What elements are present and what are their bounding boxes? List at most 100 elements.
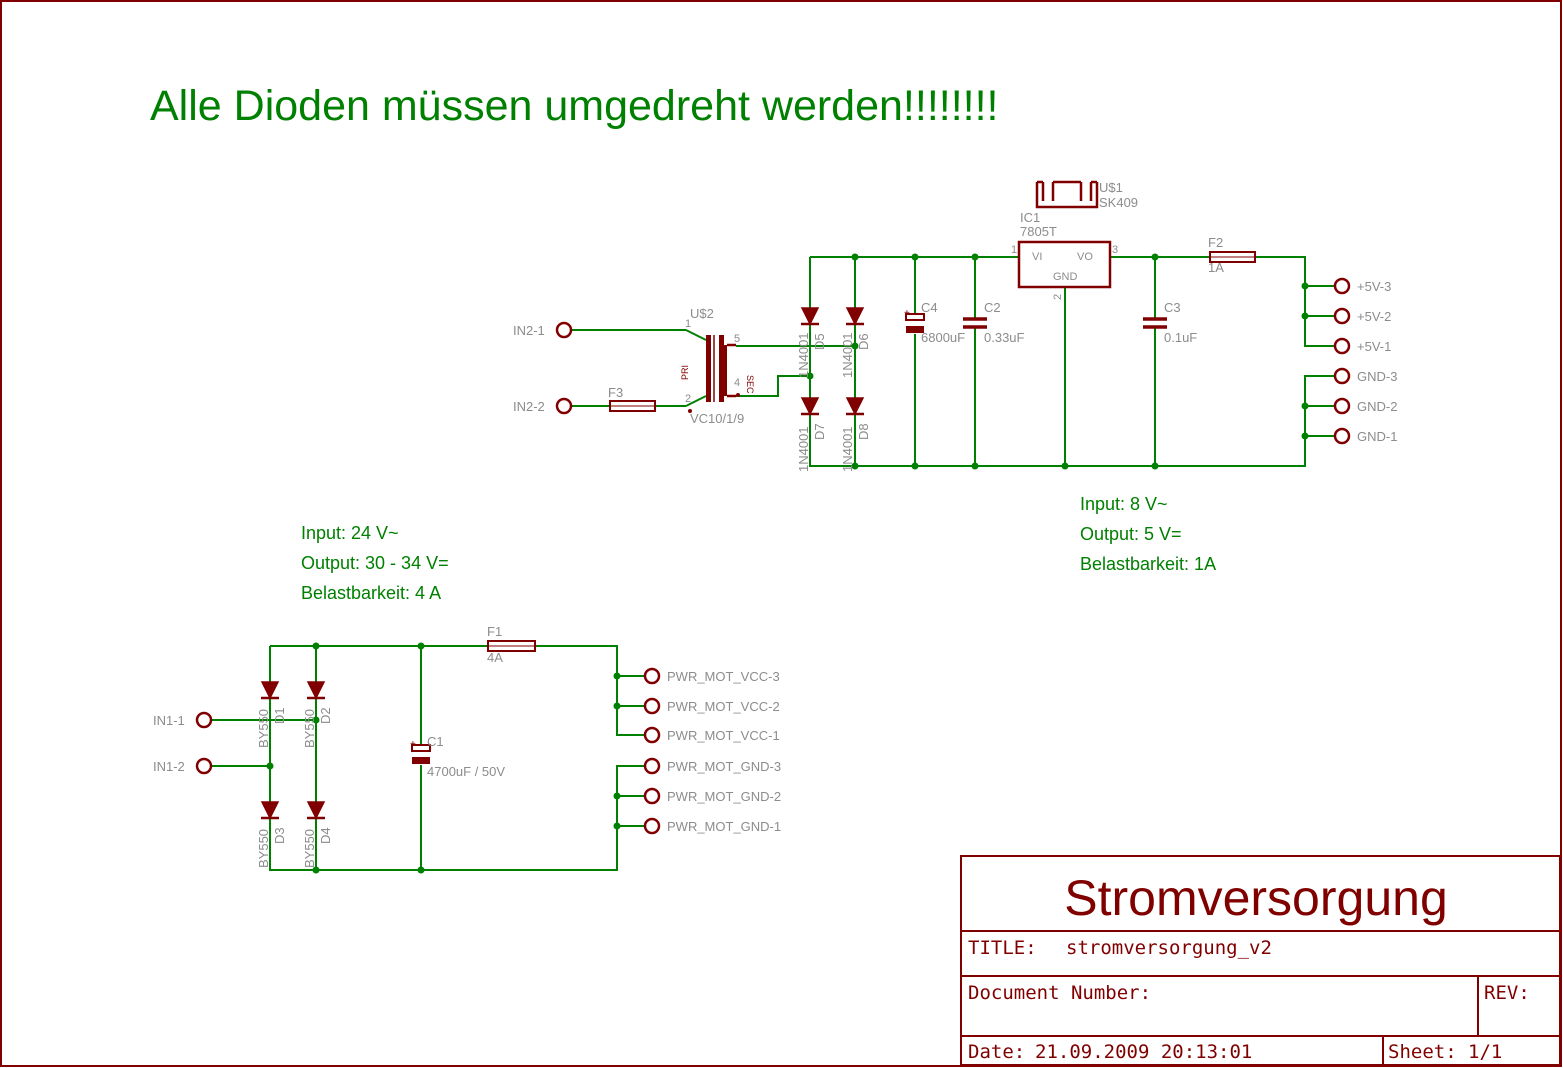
diode-d2 [305, 680, 327, 700]
lower-circuit: IN1-1 IN1-2 D1 BY550 D2 BY550 D3 BY550 D… [153, 523, 781, 874]
capacitor-c4-value: 6800uF [921, 330, 965, 345]
diode-d3-value: BY550 [256, 829, 271, 868]
connector-in1-1[interactable] [195, 711, 213, 729]
connector-in1-2[interactable] [195, 757, 213, 775]
diode-d1-value: BY550 [256, 709, 271, 748]
connector-pwr-mot-vcc-3[interactable] [643, 667, 661, 685]
diode-d4-name: D4 [318, 827, 333, 844]
svg-text:+: + [904, 308, 910, 319]
transformer-value: VC10/1/9 [690, 411, 744, 426]
upper-circuit: U$1 SK409 IC1 7805T VI VO GND 1 3 2 U$2 … [513, 180, 1397, 574]
fuse-f2-value: 1A [1208, 260, 1224, 275]
capacitor-c1-name: C1 [427, 734, 444, 749]
regulator-pin2: 2 [1052, 294, 1064, 300]
fuse-f1-value: 4A [487, 650, 503, 665]
date-label: Date: [968, 1041, 1025, 1063]
transformer-pin2: 2 [685, 393, 691, 405]
input-label-in2-1: IN2-1 [513, 323, 545, 338]
diode-d5-name: D5 [812, 333, 827, 350]
lower-note-output: Output: 30 - 34 V= [301, 553, 449, 573]
capacitor-c2 [963, 317, 987, 329]
regulator-pin1: 1 [1011, 244, 1017, 256]
connector-gnd-2[interactable] [1333, 397, 1351, 415]
output-label-pwr-mot-gnd-3: PWR_MOT_GND-3 [667, 759, 781, 774]
diode-d7-name: D7 [812, 423, 827, 440]
transformer-sec-label: SEC [745, 375, 755, 394]
connector-5v-2[interactable] [1333, 307, 1351, 325]
output-label-5v-2: +5V-2 [1357, 309, 1391, 324]
capacitor-c4-name: C4 [921, 300, 938, 315]
regulator-name: IC1 [1020, 210, 1040, 225]
transformer-name: U$2 [690, 306, 714, 321]
transformer-pin4: 4 [734, 377, 740, 389]
diode-d6-name: D6 [856, 333, 871, 350]
capacitor-c1: + [410, 739, 431, 764]
output-label-5v-3: +5V-3 [1357, 279, 1391, 294]
diode-d1-name: D1 [272, 707, 287, 724]
regulator-pin-vi: VI [1032, 251, 1042, 263]
diode-d6-value: 1N4001 [840, 332, 855, 378]
transformer-symbol [685, 329, 740, 413]
title-label: TITLE: [968, 937, 1037, 959]
title-value: stromversorgung_v2 [1066, 937, 1272, 959]
connector-5v-1[interactable] [1333, 337, 1351, 355]
capacitor-c2-name: C2 [984, 300, 1001, 315]
diode-d8-value: 1N4001 [840, 426, 855, 472]
diode-d7 [799, 396, 821, 416]
upper-note-output: Output: 5 V= [1080, 524, 1182, 544]
diode-d5-value: 1N4001 [796, 332, 811, 378]
sheet-label: Sheet: [1388, 1041, 1457, 1063]
title-block-title: Stromversorgung [1064, 870, 1448, 926]
capacitor-c1-value: 4700uF / 50V [427, 764, 505, 779]
document-number-label: Document Number: [968, 982, 1151, 1004]
diode-d2-name: D2 [318, 707, 333, 724]
diode-d1 [259, 680, 281, 700]
date-value: 21.09.2009 20:13:01 [1035, 1041, 1252, 1063]
rev-label: REV: [1484, 982, 1530, 1004]
connector-5v-3[interactable] [1333, 277, 1351, 295]
warning-heading: Alle Dioden müssen umgedreht werden!!!!!… [150, 82, 999, 130]
connector-pwr-mot-vcc-1[interactable] [643, 726, 661, 744]
title-block: Stromversorgung TITLE: stromversorgung_v… [960, 855, 1561, 1066]
fuse-f2-name: F2 [1208, 235, 1223, 250]
regulator-body [1017, 240, 1112, 289]
lower-note-load: Belastbarkeit: 4 A [301, 583, 441, 603]
transformer-pri-label: PRI [680, 365, 690, 380]
connector-gnd-3[interactable] [1333, 367, 1351, 385]
connector-in2-1[interactable] [555, 321, 573, 339]
output-label-gnd-3: GND-3 [1357, 369, 1397, 384]
output-label-pwr-mot-gnd-1: PWR_MOT_GND-1 [667, 819, 781, 834]
capacitor-c3-value: 0.1uF [1164, 330, 1197, 345]
regulator-pin-vo: VO [1077, 251, 1093, 263]
heatsink-symbol [1035, 180, 1099, 209]
svg-text:+: + [410, 739, 416, 750]
diode-d8-name: D8 [856, 423, 871, 440]
output-label-gnd-2: GND-2 [1357, 399, 1397, 414]
connector-pwr-mot-vcc-2[interactable] [643, 697, 661, 715]
heatsink-name: U$1 [1099, 180, 1123, 195]
diode-d7-value: 1N4001 [796, 426, 811, 472]
upper-note-load: Belastbarkeit: 1A [1080, 554, 1216, 574]
output-label-pwr-mot-vcc-1: PWR_MOT_VCC-1 [667, 728, 780, 743]
transformer-pin1: 1 [685, 318, 691, 330]
connector-gnd-1[interactable] [1333, 427, 1351, 445]
heatsink-value: SK409 [1099, 195, 1138, 210]
capacitor-c4: + [904, 308, 925, 333]
connector-pwr-mot-gnd-2[interactable] [643, 787, 661, 805]
input-label-in1-1: IN1-1 [153, 713, 185, 728]
output-label-5v-1: +5V-1 [1357, 339, 1391, 354]
diode-d4-value: BY550 [302, 829, 317, 868]
output-label-pwr-mot-vcc-2: PWR_MOT_VCC-2 [667, 699, 780, 714]
connector-in2-2[interactable] [555, 397, 573, 415]
regulator-pin3: 3 [1112, 244, 1118, 256]
transformer-pin5: 5 [734, 333, 740, 345]
capacitor-c2-value: 0.33uF [984, 330, 1025, 345]
connector-pwr-mot-gnd-3[interactable] [643, 757, 661, 775]
connector-pwr-mot-gnd-1[interactable] [643, 817, 661, 835]
diode-d5 [799, 306, 821, 326]
diode-d8 [844, 396, 866, 416]
diode-d4 [305, 800, 327, 820]
sheet-value: 1/1 [1468, 1041, 1502, 1063]
